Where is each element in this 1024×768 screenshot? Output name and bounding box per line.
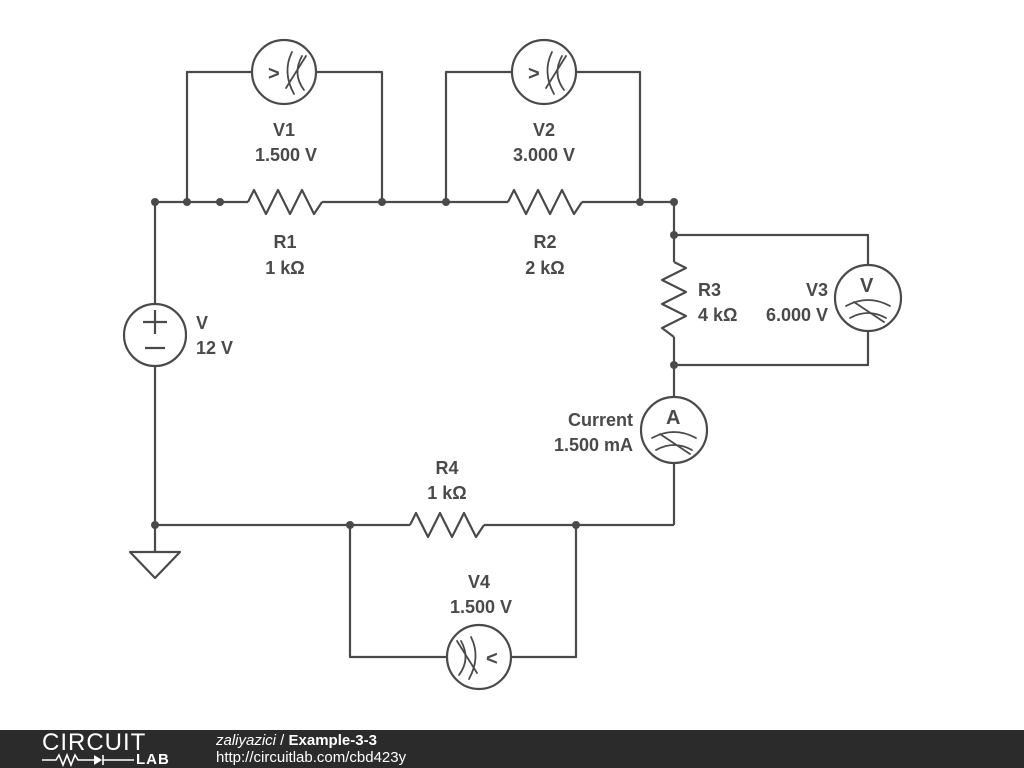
v2-name-label: V2 — [533, 120, 555, 140]
ammeter-name-label: Current — [568, 410, 633, 430]
footer-meta: zaliyazici / Example-3-3 http://circuitl… — [216, 732, 406, 766]
footer-title-line: zaliyazici / Example-3-3 — [216, 732, 406, 749]
r1-value-label: 1 kΩ — [265, 258, 304, 278]
resistor-r4[interactable] — [409, 511, 485, 539]
v1-value-label: 1.500 V — [255, 145, 317, 165]
logo-lab-text: LAB — [136, 751, 170, 768]
voltmeter-v3[interactable]: V — [833, 263, 903, 333]
ammeter[interactable]: A — [639, 395, 709, 465]
v1-name-label: V1 — [273, 120, 295, 140]
r3-value-label: 4 kΩ — [698, 305, 737, 325]
title-separator: / — [276, 732, 289, 749]
project-title[interactable]: Example-3-3 — [288, 732, 377, 749]
project-url-link[interactable]: http://circuitlab.com/cbd423y — [216, 749, 407, 766]
v3-name-label: V3 — [806, 280, 828, 300]
circuit-schematic: > > V A < — [122, 38, 903, 691]
resistor-r1[interactable] — [247, 188, 323, 216]
logo-wordmark: CIRCUIT — [42, 729, 147, 756]
voltmeter-v2[interactable]: > — [510, 38, 578, 106]
author-link[interactable]: zaliyazici — [216, 732, 277, 749]
v4-name-label: V4 — [468, 572, 490, 592]
resistor-r3[interactable] — [660, 261, 688, 338]
r3-name-label: R3 — [698, 280, 721, 300]
logo-subline: LAB — [42, 752, 182, 768]
source-value-label: 12 V — [196, 338, 233, 358]
voltmeter-v4[interactable]: < — [445, 623, 513, 691]
r1-name-label: R1 — [273, 232, 296, 252]
v3-value-label: 6.000 V — [766, 305, 828, 325]
r4-name-label: R4 — [435, 458, 458, 478]
logo-circuit-icon — [42, 753, 134, 767]
ground-symbol — [128, 550, 182, 580]
r2-name-label: R2 — [533, 232, 556, 252]
v4-value-label: 1.500 V — [450, 597, 512, 617]
r4-value-label: 1 kΩ — [427, 483, 466, 503]
v2-value-label: 3.000 V — [513, 145, 575, 165]
footer-bar: CIRCUIT LAB zaliyazici / Example-3-3 htt… — [0, 730, 1024, 768]
resistor-r2[interactable] — [507, 188, 583, 216]
voltmeter-v4-symbol: < — [486, 648, 498, 670]
source-name-label: V — [196, 313, 208, 333]
voltmeter-v1-symbol: > — [268, 63, 280, 85]
voltmeter-v1[interactable]: > — [250, 38, 318, 106]
r2-value-label: 2 kΩ — [525, 258, 564, 278]
ammeter-value-label: 1.500 mA — [554, 435, 633, 455]
ammeter-symbol: A — [666, 407, 680, 429]
wires — [128, 70, 870, 659]
voltmeter-v2-symbol: > — [528, 63, 540, 85]
voltmeter-v3-symbol: V — [860, 275, 874, 297]
voltage-source[interactable] — [122, 302, 188, 368]
junction-nodes — [151, 198, 678, 529]
circuitlab-logo[interactable]: CIRCUIT LAB — [42, 729, 182, 768]
